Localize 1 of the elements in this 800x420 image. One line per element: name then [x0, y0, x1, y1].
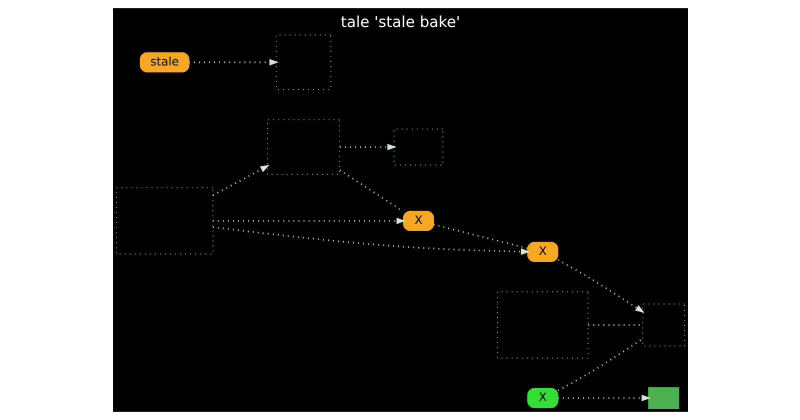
diagram-title: tale 'stale bake' [340, 12, 460, 31]
